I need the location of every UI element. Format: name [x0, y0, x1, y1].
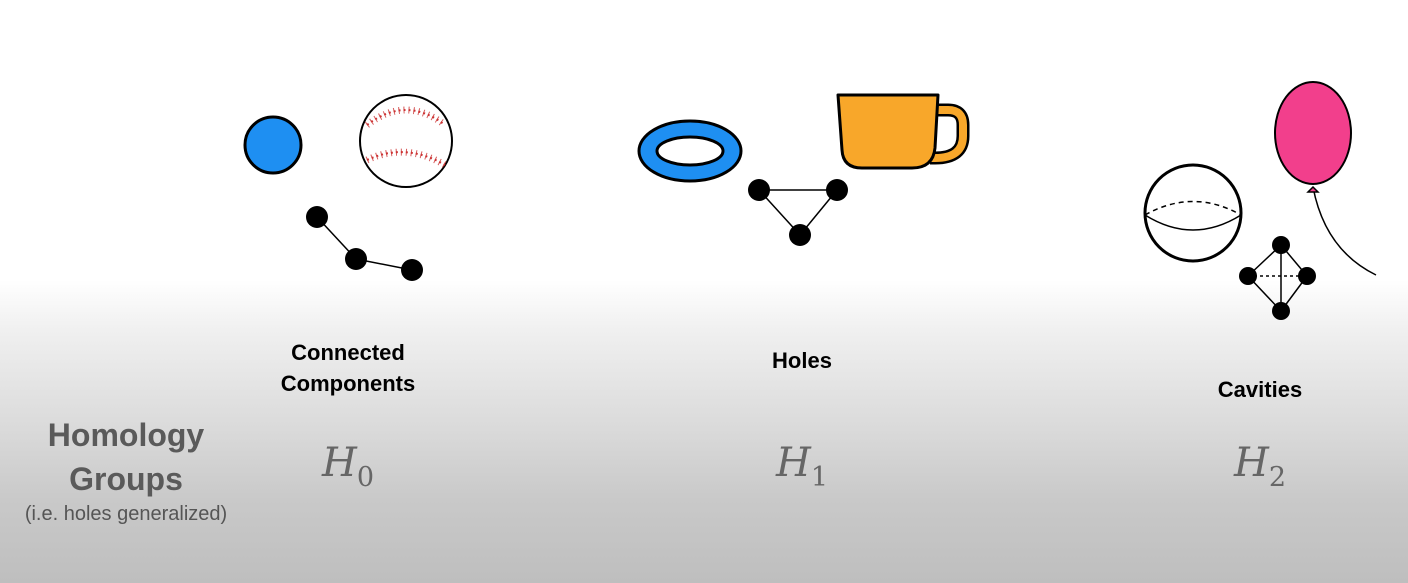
graph-vertex [345, 248, 367, 270]
symbol-h0-index: 0 [356, 462, 375, 493]
symbol-h0-letter: H [321, 440, 357, 486]
symbol-h2: H2 [1210, 440, 1310, 493]
tetrahedron-graph-icon [1239, 236, 1316, 320]
label-connected-components: Connected Components [280, 340, 416, 396]
symbol-h0: H0 [298, 440, 398, 493]
graph-vertex [401, 259, 423, 281]
symbol-h1: H1 [752, 440, 852, 493]
label-cavities: Cavities [1217, 377, 1303, 402]
graph-vertex [789, 224, 811, 246]
balloon-icon [1274, 81, 1377, 276]
blue-ball-icon [243, 115, 303, 175]
path-graph-icon [306, 206, 423, 281]
symbol-h1-index: 1 [810, 462, 829, 493]
graph-vertex [306, 206, 328, 228]
graph-vertex [826, 179, 848, 201]
graph-vertex [1298, 267, 1316, 285]
symbol-h1-letter: H [775, 440, 811, 486]
graph-vertex [1239, 267, 1257, 285]
torus-icon [637, 119, 743, 183]
sphere-icon [1143, 163, 1243, 263]
graph-vertex [748, 179, 770, 201]
symbol-h2-letter: H [1233, 440, 1269, 486]
mug-icon [836, 93, 970, 170]
homology-groups-title: Homology Groups [47, 417, 205, 497]
label-holes: Holes [772, 348, 832, 373]
graph-vertex [1272, 302, 1290, 320]
triangle-graph-icon [748, 179, 848, 246]
graph-vertex [1272, 236, 1290, 254]
symbol-h2-index: 2 [1268, 462, 1287, 493]
homology-groups-subtitle: (i.e. holes generalized) [24, 503, 228, 525]
baseball-icon [359, 94, 453, 188]
